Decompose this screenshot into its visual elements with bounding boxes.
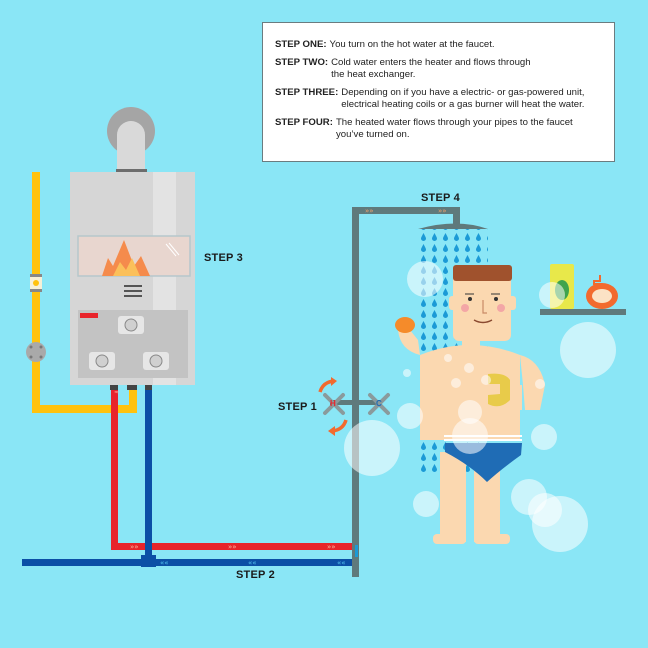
svg-text:»»: »»	[365, 207, 374, 215]
step-1-label: STEP 1	[278, 401, 317, 413]
soap-bubbles	[344, 261, 616, 552]
svg-text:»»: »»	[130, 543, 139, 551]
step-one-row: STEP ONE: You turn on the hot water at t…	[275, 39, 606, 51]
hot-handle-label: H	[330, 399, 336, 408]
step-three-label: STEP THREE:	[275, 87, 339, 98]
svg-text:≈: ≈	[114, 389, 119, 396]
svg-text:»»: »»	[327, 543, 336, 551]
steps-info-box: STEP ONE: You turn on the hot water at t…	[262, 22, 615, 162]
step-one-text: You turn on the hot water at the faucet.	[329, 39, 495, 50]
cold-handle-label: C	[376, 399, 382, 408]
cold-water-pipe: «« «« ««	[22, 385, 354, 567]
step-four-row: STEP FOUR: The heated water flows throug…	[275, 117, 606, 141]
step-2-label: STEP 2	[236, 569, 275, 581]
step-three-text: Depending on if you have a electric- or …	[341, 87, 585, 110]
svg-text:««: ««	[248, 559, 257, 567]
svg-text:««: ««	[160, 559, 169, 567]
step-two-label: STEP TWO:	[275, 57, 329, 68]
svg-text:»»: »»	[228, 543, 237, 551]
water-heater	[70, 107, 195, 390]
hot-water-pipe: ≈ »» »» »»	[111, 385, 354, 551]
step-3-label: STEP 3	[204, 252, 243, 264]
step-three-row: STEP THREE: Depending on if you have a e…	[275, 87, 606, 111]
faucet	[318, 377, 390, 436]
svg-text:««: ««	[337, 559, 346, 567]
step-one-label: STEP ONE:	[275, 39, 327, 50]
gas-pipe	[26, 172, 137, 413]
step-four-text: The heated water flows through your pipe…	[335, 117, 573, 140]
step-four-label: STEP FOUR:	[275, 117, 333, 128]
shower-pipe: »» »»	[330, 207, 460, 577]
man-in-shower	[395, 265, 545, 544]
step-two-row: STEP TWO: Cold water enters the heater a…	[275, 57, 606, 81]
svg-text:»»: »»	[438, 207, 447, 215]
step-two-text: Cold water enters the heater and flows t…	[331, 57, 531, 80]
step-4-label: STEP 4	[421, 192, 460, 204]
